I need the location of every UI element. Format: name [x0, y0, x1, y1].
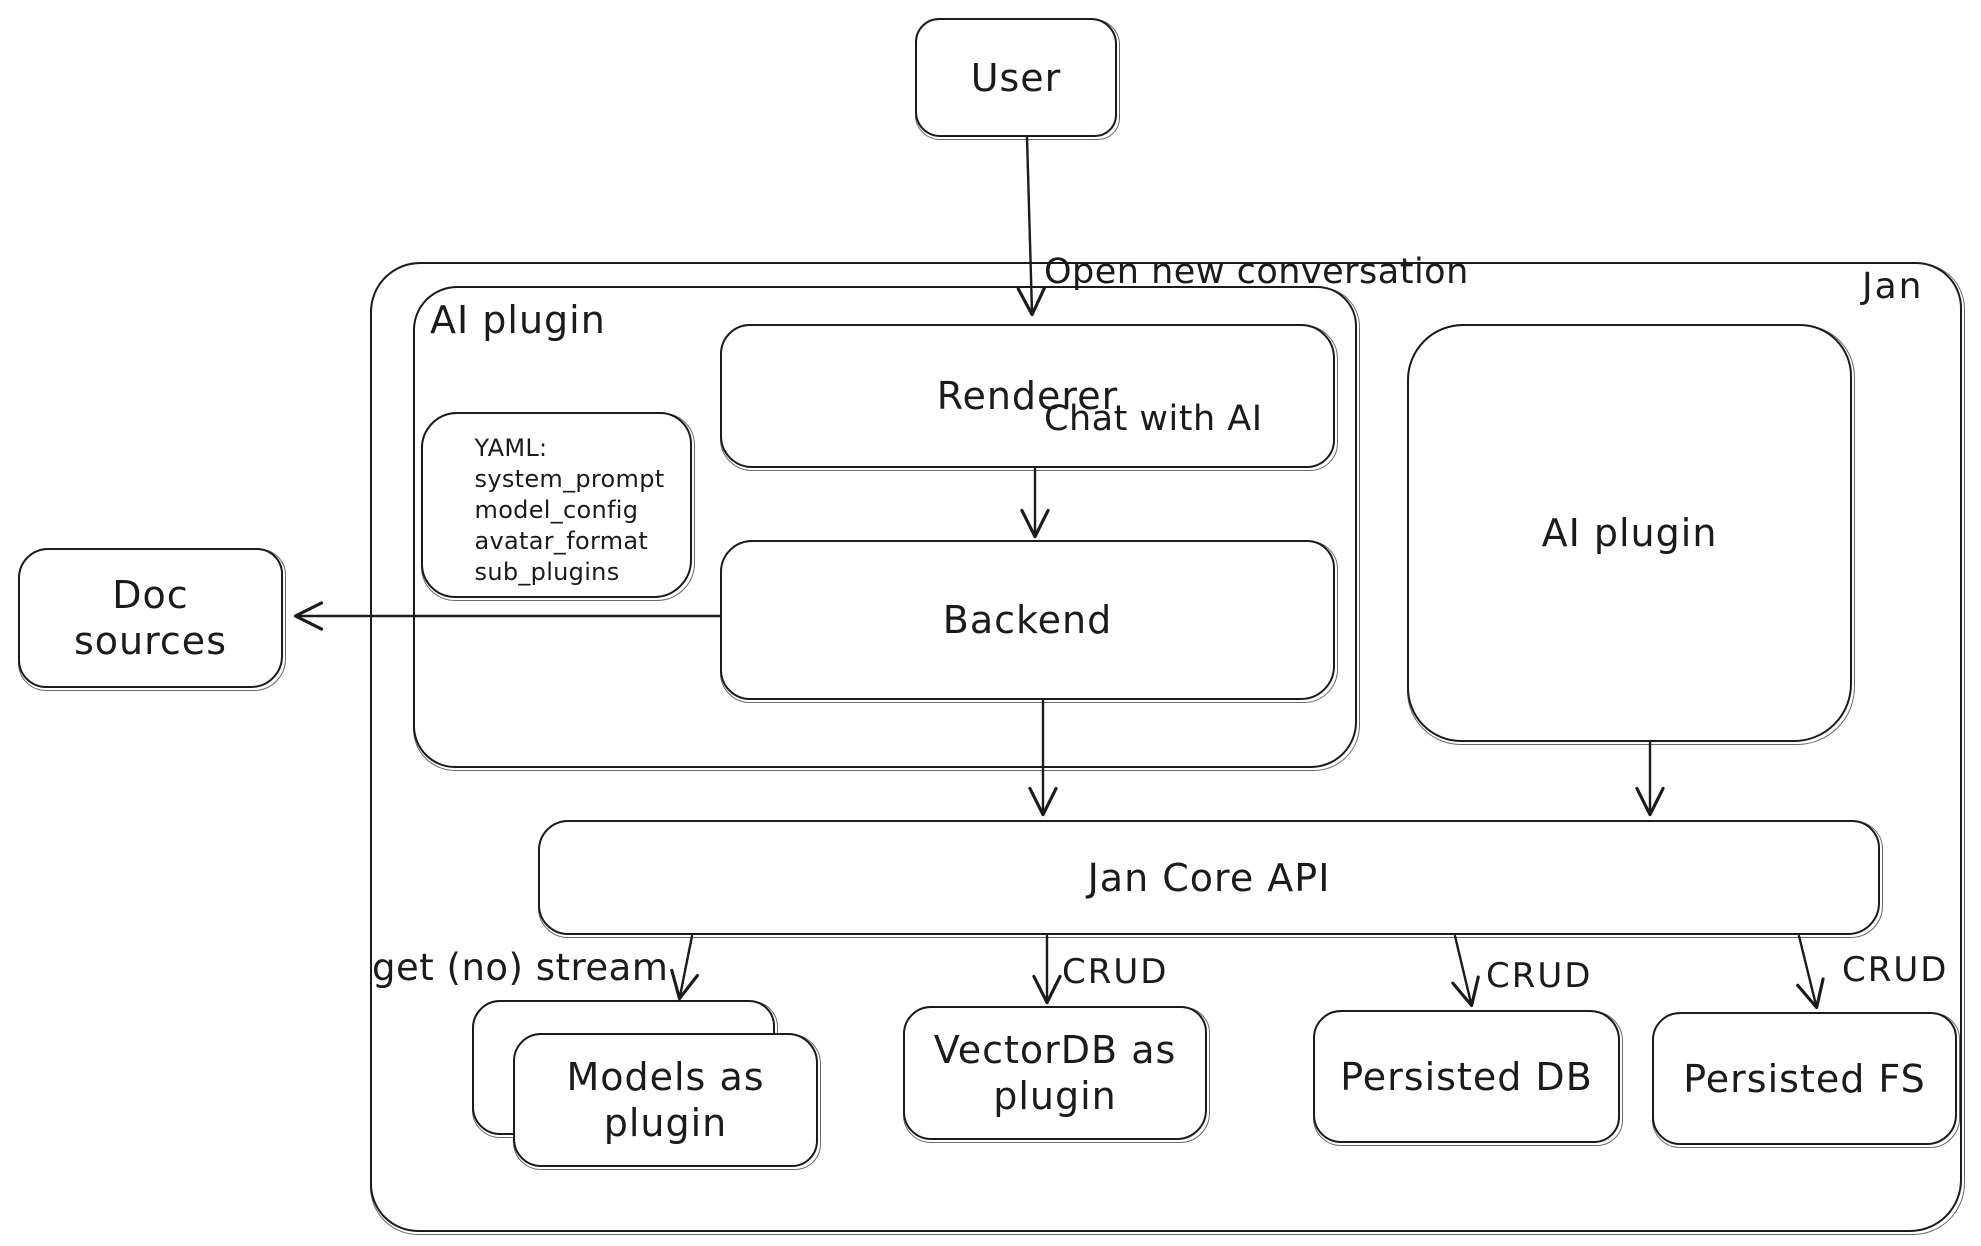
renderer-node-label: Renderer: [936, 374, 1119, 418]
edge-label-open-conversation: Open new conversation Chat with AI: [1044, 150, 1469, 542]
edge-label-crud-persisted-fs: CRUD: [1842, 950, 1949, 990]
persisted-fs-node: Persisted FS: [1652, 1012, 1960, 1148]
yaml-note-line: avatar_format: [474, 526, 649, 555]
persisted-db-node-label: Persisted DB: [1340, 1054, 1593, 1099]
ai-plugin-node: AI plugin: [1407, 324, 1855, 745]
edge-label-crud-persisted-db: CRUD: [1486, 956, 1593, 996]
jan-container-label: Jan: [1862, 266, 1924, 307]
edge-label-get-no-stream: get (no) stream: [372, 946, 669, 989]
vectordb-plugin-node-label: VectorDB as plugin: [933, 1028, 1177, 1118]
jan-core-api-node: Jan Core API: [538, 820, 1883, 938]
persisted-db-node: Persisted DB: [1313, 1010, 1623, 1146]
ai-plugin-node-label: AI plugin: [1541, 511, 1718, 555]
yaml-note-line: sub_plugins: [474, 557, 620, 586]
user-node-label: User: [970, 55, 1062, 100]
user-node: User: [915, 18, 1120, 140]
yaml-note: YAML: system_prompt model_config avatar_…: [421, 412, 695, 601]
doc-sources-node: Doc sources: [18, 548, 286, 691]
doc-sources-node-label: Doc sources: [74, 573, 227, 663]
persisted-fs-node-label: Persisted FS: [1683, 1056, 1926, 1101]
models-plugin-node: Models as plugin: [513, 1033, 821, 1170]
edge-label-open-conversation-line1: Open new conversation: [1044, 252, 1469, 292]
backend-node-label: Backend: [942, 598, 1113, 642]
yaml-note-line: system_prompt: [474, 464, 665, 493]
edge-label-open-conversation-line2: Chat with AI: [1044, 399, 1263, 439]
models-plugin-node-label: Models as plugin: [566, 1055, 765, 1145]
jan-core-api-node-label: Jan Core API: [1087, 855, 1331, 900]
renderer-node: Renderer: [720, 324, 1338, 471]
edge-label-crud-vectordb: CRUD: [1062, 952, 1169, 992]
backend-node: Backend: [720, 540, 1338, 703]
yaml-note-body: YAML: system_prompt model_config avatar_…: [449, 423, 665, 588]
yaml-note-title: YAML:: [474, 433, 548, 462]
yaml-note-line: model_config: [474, 495, 639, 524]
ai-plugin-container-label: AI plugin: [430, 298, 606, 342]
vectordb-plugin-node: VectorDB as plugin: [903, 1006, 1210, 1143]
